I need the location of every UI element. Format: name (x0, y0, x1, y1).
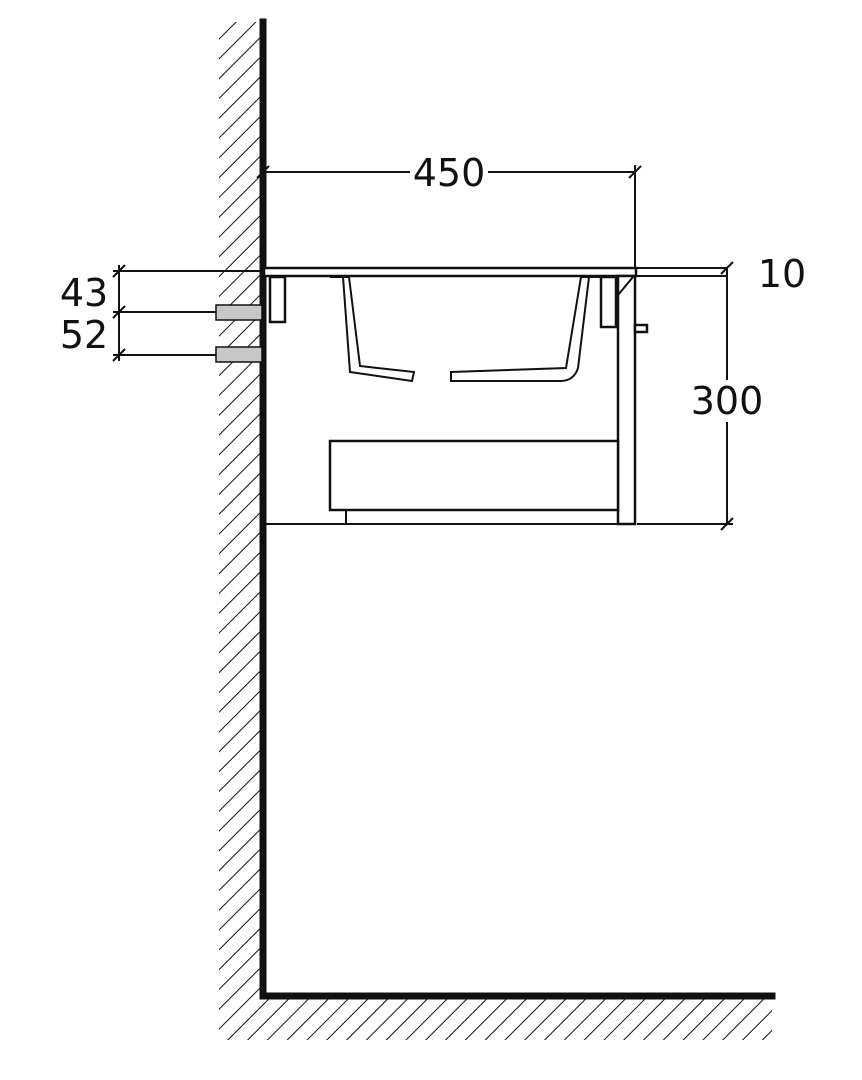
support-right-chamfer (617, 276, 634, 296)
dimension-top-thickness: 10 (637, 252, 806, 296)
floor-hatching (262, 996, 772, 1040)
dimension-width: 450 (256, 151, 642, 268)
wall-bracket-lower (215, 346, 263, 363)
worktop (262, 266, 638, 278)
dimension-height: 300 (637, 268, 766, 531)
vanity-cabinet (262, 266, 649, 526)
dimension-fixing-gap-label: 52 (60, 313, 108, 357)
dimension-width-label: 450 (413, 151, 486, 195)
basin-left (341, 276, 416, 383)
wall-bracket-upper (215, 304, 263, 321)
support-right (599, 275, 618, 329)
handle (633, 323, 649, 334)
basin-right (450, 276, 591, 382)
dimension-fixings: 43 52 (60, 264, 262, 362)
dimension-fixing-top-label: 43 (60, 271, 108, 315)
wall-hatching (219, 22, 262, 1040)
support-left (268, 275, 287, 324)
front-panel (616, 274, 637, 526)
dimension-height-label: 300 (691, 379, 764, 423)
dimension-top-thickness-label: 10 (758, 252, 806, 296)
drawer (328, 439, 620, 512)
